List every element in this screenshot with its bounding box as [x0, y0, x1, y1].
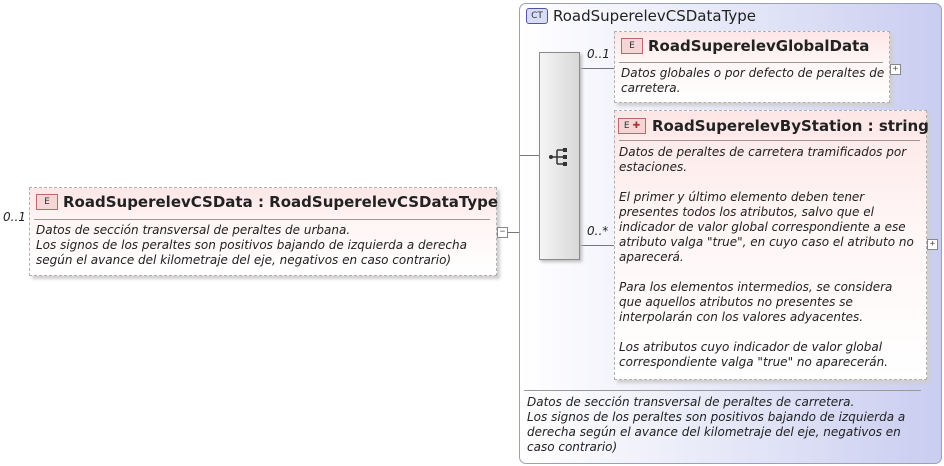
connector-line: [578, 245, 614, 246]
by-station-doc-line: [619, 175, 914, 190]
global-data-element-box[interactable]: E RoadSuperelevGlobalData Datos globales…: [614, 31, 890, 103]
collapse-toggle-icon[interactable]: −: [497, 227, 508, 238]
connector-line: [508, 232, 520, 233]
root-doc-line: Los signos de los peraltes son positivos…: [36, 238, 467, 252]
by-station-doc-line: Los atributos cuyo indicador de valor gl…: [619, 340, 883, 354]
sequence-icon: [549, 148, 567, 166]
connector-line: [520, 155, 539, 156]
complex-type-tag-icon: CT: [526, 8, 548, 24]
root-doc: Datos de sección transversal de peraltes…: [36, 223, 467, 268]
global-data-title: RoadSuperelevGlobalData: [648, 37, 870, 55]
root-separator: [34, 219, 490, 220]
global-data-occurrence: 0..1: [587, 47, 610, 61]
by-station-doc-line: aparecerá.: [619, 250, 684, 264]
by-station-doc-line: interpolarán con los valores adyacentes.: [619, 310, 864, 324]
complex-type-doc-line: Datos de sección transversal de peraltes…: [527, 395, 855, 409]
by-station-doc-line: indicador de valor global correspondient…: [619, 220, 906, 234]
expand-toggle-icon[interactable]: +: [890, 64, 901, 75]
complex-type-doc: Datos de sección transversal de peraltes…: [527, 395, 922, 455]
sequence-compositor[interactable]: [539, 52, 580, 260]
by-station-doc-line: Para los elementos intermedios, se consi…: [619, 280, 893, 294]
complex-type-doc-line: derecha según el avance del kilometraje …: [527, 425, 901, 439]
by-station-doc-line: atributo valga "true", en cuyo caso el a…: [619, 235, 914, 249]
complex-type-doc-line: Los signos de los peraltes son positivos…: [527, 410, 906, 424]
element-tag-label: E: [623, 121, 630, 131]
by-station-title: RoadSuperelevByStation : string: [652, 117, 929, 135]
root-element-box[interactable]: E RoadSuperelevCSData : RoadSuperelevCSD…: [29, 187, 499, 276]
complex-type-doc-line: caso contrario): [527, 440, 618, 454]
root-element-title: RoadSuperelevCSData : RoadSuperelevCSDat…: [63, 193, 499, 211]
global-data-separator: [619, 62, 883, 63]
connector-line: [578, 68, 614, 69]
global-data-doc: Datos globales o por defecto de peraltes…: [621, 66, 884, 96]
expand-toggle-icon[interactable]: +: [927, 239, 938, 250]
by-station-doc-line: presentes todos los atributos, salvo que…: [619, 205, 874, 219]
by-station-doc-line: El primer y último elemento deben tener: [619, 190, 865, 204]
root-occurrence: 0..1: [3, 210, 26, 224]
by-station-doc-line: correspondiente valga "true" no aparecer…: [619, 355, 888, 369]
by-station-doc-line: [619, 265, 914, 280]
by-station-doc-line: estaciones.: [619, 160, 688, 174]
by-station-doc-line: que aquellos atributos no presentes se: [619, 295, 853, 309]
complex-type-title: RoadSuperelevCSDataType: [553, 7, 757, 25]
element-attributes-tag-icon: E ✚: [618, 118, 646, 134]
root-doc-line: según el avance del kilometraje del eje,…: [36, 253, 452, 267]
global-data-doc-line: carretera.: [621, 81, 681, 95]
element-tag-icon: E: [621, 38, 643, 54]
by-station-doc-line: Datos de peraltes de carretera tramifica…: [619, 145, 907, 159]
by-station-element-box[interactable]: E ✚ RoadSuperelevByStation : string Dato…: [614, 110, 929, 380]
element-tag-icon: E: [36, 194, 58, 210]
by-station-doc-line: [619, 325, 914, 340]
by-station-occurrence: 0..*: [587, 224, 609, 238]
complex-type-separator: [524, 390, 921, 391]
by-station-doc: Datos de peraltes de carretera tramifica…: [619, 145, 914, 370]
global-data-doc-line: Datos globales o por defecto de peraltes…: [621, 66, 885, 80]
root-doc-line: Datos de sección transversal de peraltes…: [36, 223, 351, 237]
by-station-separator: [619, 140, 920, 141]
